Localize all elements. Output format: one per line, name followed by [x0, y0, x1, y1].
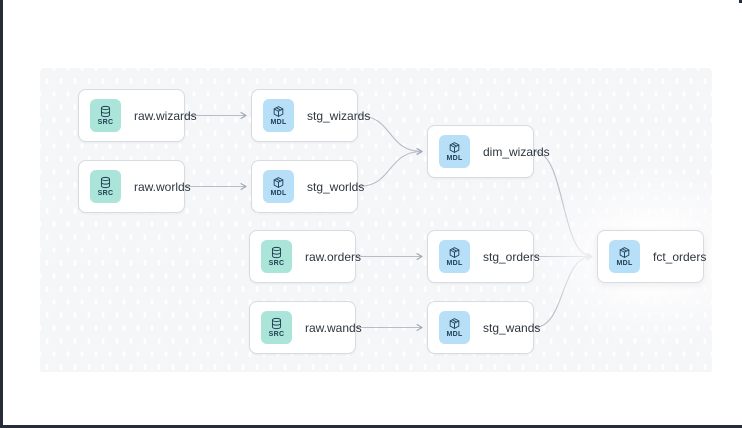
node-fct-orders[interactable]: MDL fct_orders	[597, 230, 707, 283]
cube-icon	[619, 246, 630, 258]
node-type-badge: SRC	[97, 189, 114, 197]
database-icon	[100, 176, 111, 188]
mdl-tile: MDL	[439, 240, 470, 273]
lineage-canvas[interactable]: SRC raw.wizards MDL stg_wizards SRC raw.…	[40, 68, 712, 372]
node-raw-worlds[interactable]: SRC raw.worlds	[78, 160, 191, 213]
database-icon	[271, 246, 282, 258]
node-label: raw.worlds	[134, 179, 191, 194]
cube-icon	[273, 176, 284, 188]
mdl-tile: MDL	[439, 311, 470, 344]
node-label: fct_orders	[653, 249, 707, 264]
node-label: stg_orders	[483, 249, 540, 264]
database-icon	[271, 317, 282, 329]
node-label: stg_wands	[483, 320, 541, 335]
node-stg-wands[interactable]: MDL stg_wands	[427, 301, 540, 354]
node-type-badge: MDL	[270, 118, 287, 126]
node-label: stg_worlds	[307, 179, 365, 194]
cube-icon	[273, 105, 284, 117]
node-label: stg_wizards	[307, 108, 371, 123]
node-dim-wizards[interactable]: MDL dim_wizards	[427, 125, 550, 178]
node-type-badge: MDL	[446, 154, 463, 162]
src-tile: SRC	[261, 311, 292, 344]
node-label: raw.wizards	[134, 108, 197, 123]
edge-stg-wands-to-fct-orders	[533, 253, 593, 329]
node-raw-wizards[interactable]: SRC raw.wizards	[78, 89, 197, 142]
mdl-tile: MDL	[263, 170, 294, 203]
src-tile: SRC	[90, 170, 121, 203]
window-edge-bottom	[0, 425, 742, 428]
node-raw-orders[interactable]: SRC raw.orders	[249, 230, 361, 283]
node-label: dim_wizards	[483, 144, 550, 159]
cube-icon	[449, 246, 460, 258]
cube-icon	[449, 317, 460, 329]
node-type-badge: MDL	[270, 189, 287, 197]
src-tile: SRC	[261, 240, 292, 273]
node-type-badge: MDL	[446, 330, 463, 338]
node-type-badge: MDL	[616, 259, 633, 267]
window-edge-left	[0, 0, 3, 428]
cube-icon	[449, 141, 460, 153]
database-icon	[100, 105, 111, 117]
edge-stg-worlds-to-dim-wizards	[357, 148, 423, 188]
edge-stg-wizards-to-dim-wizards	[357, 114, 423, 155]
node-raw-wands[interactable]: SRC raw.wands	[249, 301, 362, 354]
window-edge-corner	[739, 0, 742, 3]
mdl-tile: MDL	[609, 240, 640, 273]
node-stg-worlds[interactable]: MDL stg_worlds	[251, 160, 364, 213]
node-type-badge: MDL	[446, 259, 463, 267]
mdl-tile: MDL	[439, 135, 470, 168]
node-type-badge: SRC	[268, 259, 285, 267]
node-type-badge: SRC	[97, 118, 114, 126]
edge-dim-wizards-to-fct-orders	[533, 150, 593, 260]
node-stg-orders[interactable]: MDL stg_orders	[427, 230, 540, 283]
node-stg-wizards[interactable]: MDL stg_wizards	[251, 89, 370, 142]
src-tile: SRC	[90, 99, 121, 132]
node-type-badge: SRC	[268, 330, 285, 338]
node-label: raw.wands	[305, 320, 362, 335]
node-label: raw.orders	[305, 249, 362, 264]
mdl-tile: MDL	[263, 99, 294, 132]
